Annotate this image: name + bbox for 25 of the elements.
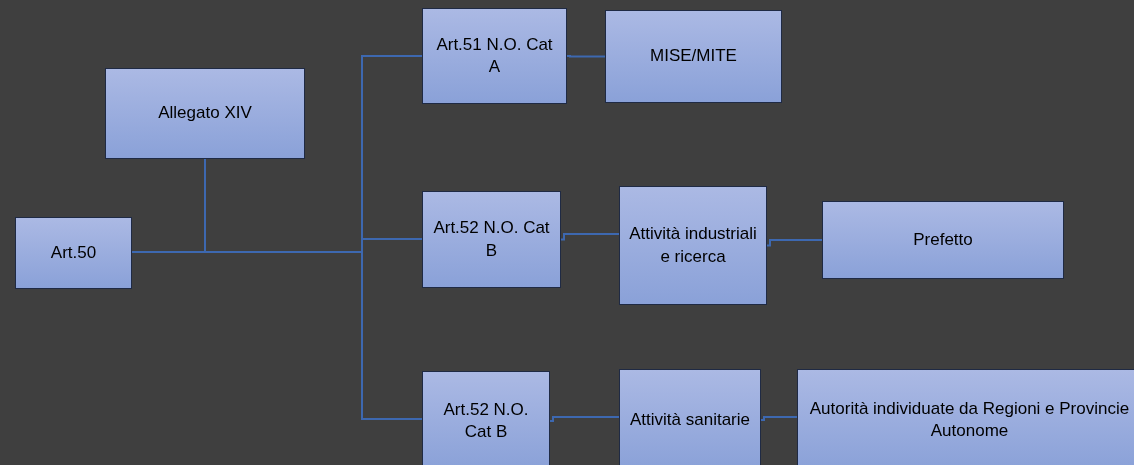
process-box xyxy=(822,201,1064,279)
connector-line xyxy=(760,416,798,421)
box-label: Art.51 N.O. Cat A xyxy=(435,33,554,78)
process-box xyxy=(15,217,132,289)
process-box xyxy=(105,68,305,159)
process-box xyxy=(422,8,567,104)
process-box xyxy=(422,371,550,465)
process-box xyxy=(422,191,561,288)
connector-line xyxy=(560,233,620,241)
box-label: Allegato XIV xyxy=(158,102,252,125)
box-label: Attività sanitarie xyxy=(630,408,750,431)
process-box xyxy=(797,369,1134,465)
box-label: Attività industriali e ricerca xyxy=(628,223,758,268)
box-label: Art.52 N.O. Cat B xyxy=(432,217,551,262)
box-label: Art.52 N.O. Cat B xyxy=(442,398,530,443)
connector-line xyxy=(566,55,606,58)
box-label: Autorità individuate da Regioni e Provincie Autonome xyxy=(808,397,1131,442)
process-box xyxy=(619,369,761,465)
box-label: MISE/MITE xyxy=(650,45,737,68)
connector-line xyxy=(549,416,620,422)
box-label: Prefetto xyxy=(913,228,973,251)
process-box xyxy=(605,10,782,103)
connector-line xyxy=(766,239,823,247)
box-label: Art.50 xyxy=(50,241,97,264)
process-box xyxy=(619,186,767,305)
